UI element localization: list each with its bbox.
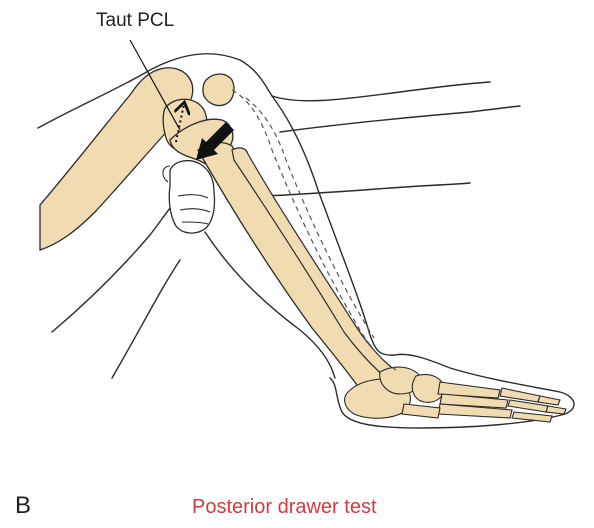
panel-letter: B [15,492,32,519]
callout-label: Taut PCL [96,10,175,31]
phalanx-3 [511,411,553,423]
dotted-ligament-arrow-icon [176,104,184,143]
foot-bones [344,366,567,423]
callout-leader-line [129,39,181,131]
phalanx-tip-2 [545,405,567,415]
hand-fingers [162,165,211,225]
figure-caption: Posterior drawer test [192,496,377,518]
cuboid [401,403,441,419]
examiner-hand [168,159,216,234]
femur [39,67,194,251]
displaced-tibia-contour [231,89,397,371]
patella [202,73,235,107]
fibula [231,147,393,377]
navicular [411,373,445,403]
phalanx-tip-1 [537,395,561,406]
leg-outline [37,53,575,429]
posterior-force-arrow-icon [196,122,234,160]
tibia [197,141,385,393]
knee-illustration [37,39,575,429]
metatarsal-2 [439,393,509,409]
metatarsal-1 [437,381,501,399]
